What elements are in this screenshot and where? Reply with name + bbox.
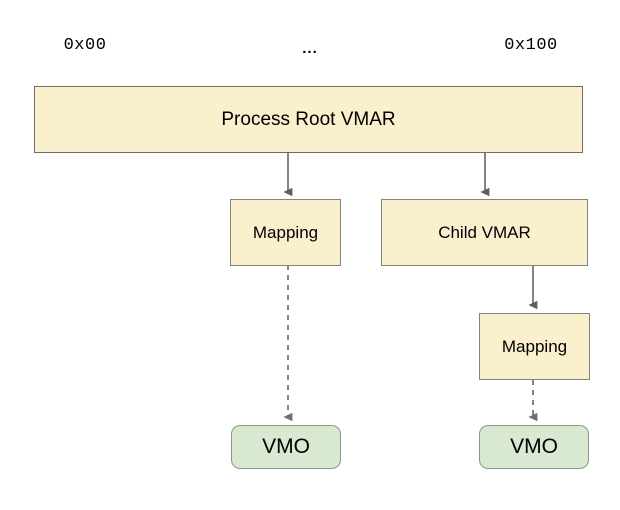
node-vmo-right[interactable]: VMO <box>479 425 589 469</box>
node-child-vmar[interactable]: Child VMAR <box>381 199 588 266</box>
start-address-label: 0x00 <box>63 36 107 55</box>
end-address-label: 0x100 <box>504 36 558 55</box>
address-ellipsis-label: ... <box>302 40 318 57</box>
node-vmo-left[interactable]: VMO <box>231 425 341 469</box>
node-process-root-vmar[interactable]: Process Root VMAR <box>34 86 583 153</box>
node-mapping-right[interactable]: Mapping <box>479 313 590 380</box>
node-mapping-left[interactable]: Mapping <box>230 199 341 266</box>
